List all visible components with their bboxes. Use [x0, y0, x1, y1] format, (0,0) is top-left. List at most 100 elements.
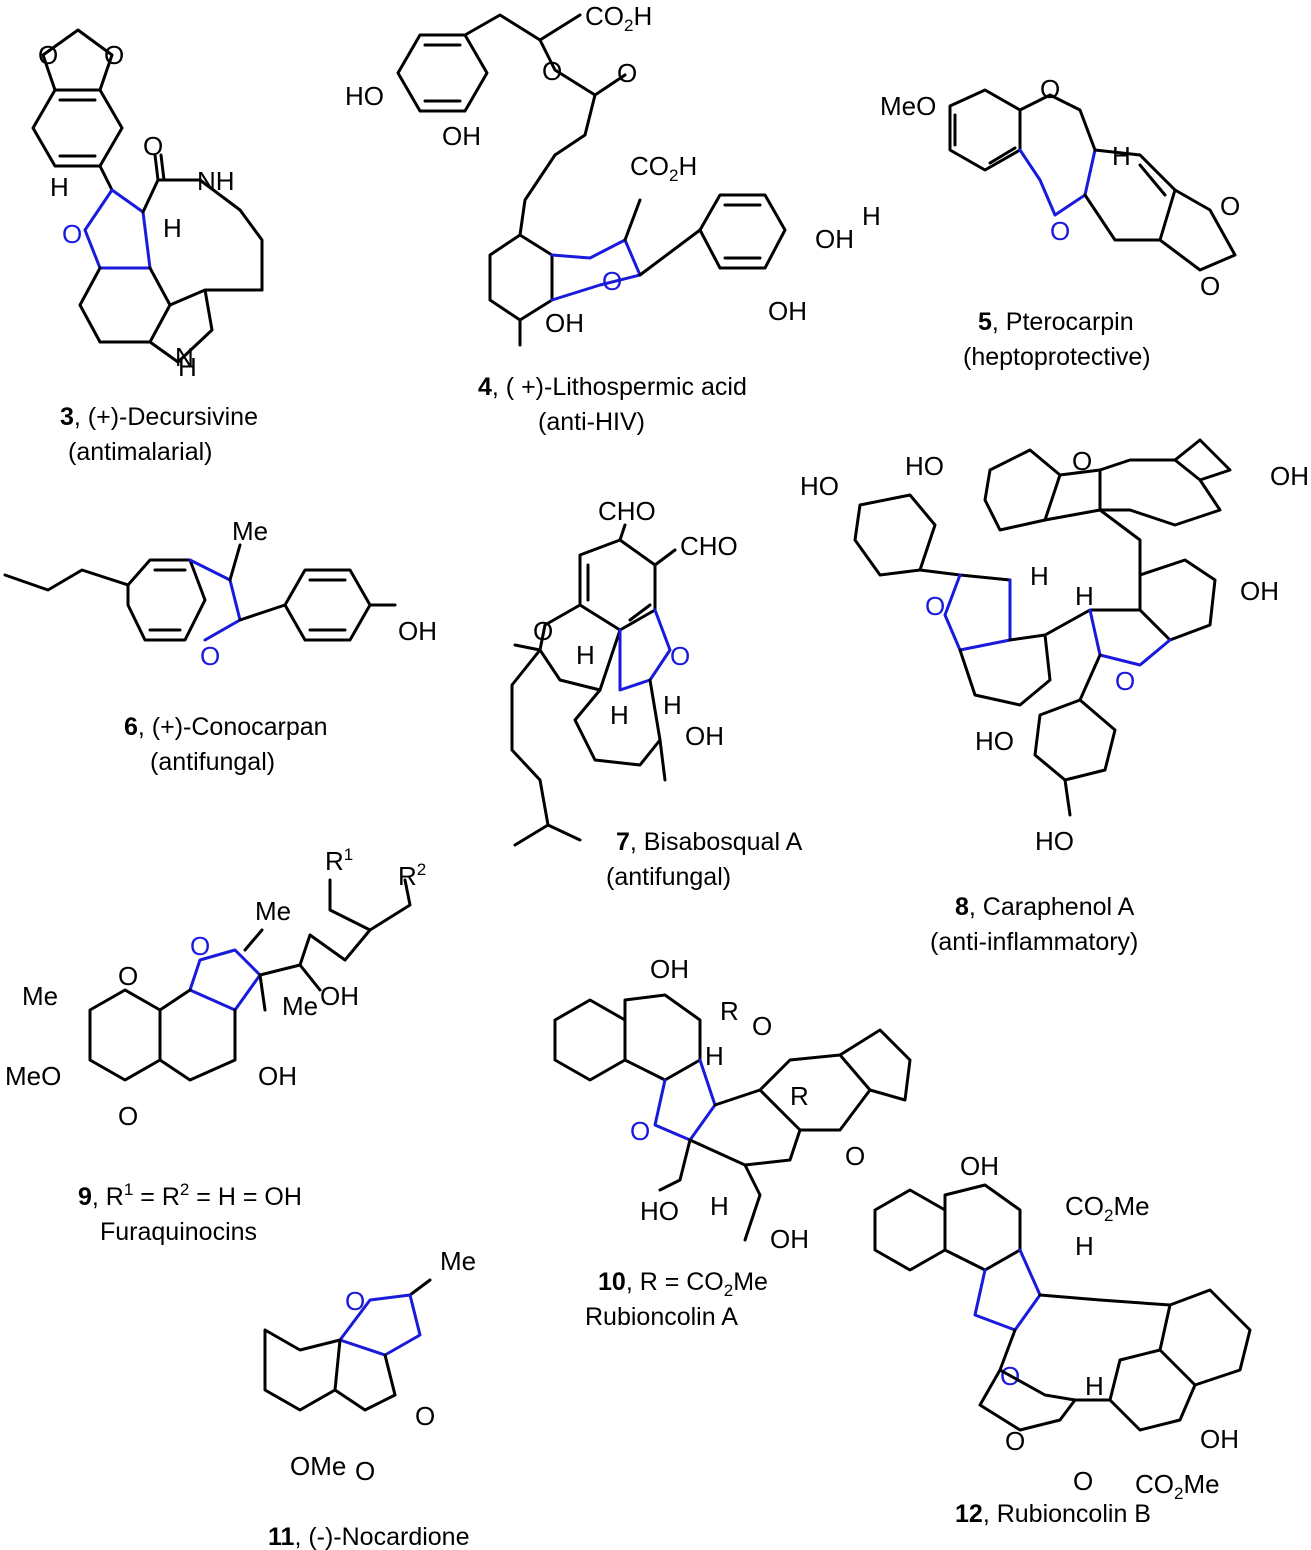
atom-o: O	[415, 1401, 435, 1431]
atom-o: O	[602, 266, 622, 296]
atom-h: H	[1085, 1371, 1104, 1401]
atom-o: O	[617, 58, 637, 88]
atom-o: O	[1050, 216, 1070, 246]
atom-o: O	[1200, 271, 1220, 301]
caption-9: 9, R1 = R2 = H = OH	[78, 1180, 302, 1211]
atom-h: H	[576, 640, 595, 670]
atom-oh: OH	[545, 308, 584, 338]
atom-oh: OH	[442, 121, 481, 151]
bond	[538, 603, 622, 692]
dihydrofuran-core-4	[550, 238, 642, 302]
benzene-ring-5b	[1083, 148, 1177, 242]
atom-o: O	[355, 1456, 375, 1486]
atom-oh: OH	[960, 1151, 999, 1181]
dihydrofuran-core-7	[618, 608, 672, 692]
atom-h: H	[710, 1191, 729, 1221]
caption-8: 8, Caraphenol A	[955, 893, 1135, 921]
atom-o: O	[1040, 74, 1060, 104]
structure-4-lithospermic-acid: CO2H O O HO OH CO2H O OH OH OH 4, ( +)-L…	[345, 1, 854, 436]
methylenedioxy-ring-5	[1158, 188, 1237, 272]
atom-o: O	[670, 641, 690, 671]
atom-r: R	[790, 1081, 809, 1111]
activity-9: Furaquinocins	[100, 1218, 257, 1246]
atom-o: O	[1115, 666, 1135, 696]
atom-h: H	[1075, 581, 1094, 611]
atom-o: O	[143, 131, 163, 161]
atom-o: O	[200, 641, 220, 671]
dihydrofuran-core-9	[188, 948, 262, 1012]
caption-3: 3, (+)-Decursivine	[60, 403, 258, 431]
atom-meo: MeO	[5, 1061, 61, 1091]
naphthoquinone-11	[263, 1328, 397, 1412]
atom-me: Me	[255, 896, 291, 926]
bond	[623, 198, 702, 277]
dihydrofuran-core-8a	[943, 573, 1012, 652]
bond	[141, 178, 264, 292]
atom-co2me: CO2Me	[1135, 1469, 1220, 1503]
dihydrofuran-core-5	[1018, 148, 1097, 217]
bond	[618, 523, 677, 567]
atom-oh: OH	[650, 954, 689, 984]
structure-3-decursivine: O O O NH H H O N H 3, (+)-Decursivine (a…	[31, 28, 264, 466]
activity-3: (antimalarial)	[68, 438, 212, 466]
atom-oh: OH	[1270, 461, 1309, 491]
bond	[228, 543, 242, 582]
atom-o: O	[1220, 191, 1240, 221]
atom-o: O	[62, 219, 82, 249]
methylenedioxy-ring-3	[41, 28, 114, 92]
atom-ho: HO	[975, 726, 1014, 756]
structure-8-caraphenol-a: HO O OH HO O H HO OH H O HO 8, Carapheno…	[800, 438, 1309, 956]
atom-oh: OH	[1200, 1424, 1239, 1454]
caption-5: 5, Pterocarpin	[978, 308, 1134, 336]
bond	[243, 928, 264, 952]
atom-co2me: CO2Me	[1065, 1191, 1150, 1225]
phenol-ring-6	[283, 568, 372, 642]
naphthalene-12a	[873, 1183, 1022, 1272]
bond	[1018, 93, 1097, 152]
atom-o: O	[1073, 1466, 1093, 1496]
bond	[98, 164, 114, 192]
bond	[658, 1138, 762, 1242]
structure-7-bisabosqual-a: CHO CHO O O H H H OH 7, Bisabosqual A (a…	[510, 496, 803, 891]
atom-o: O	[925, 591, 945, 621]
atom-ho: HO	[640, 1196, 679, 1226]
atom-ho: HO	[1035, 826, 1074, 856]
catechol-ring-4a	[396, 33, 489, 113]
dihydrofuran-core-3	[83, 188, 152, 270]
activity-5: (heptoprotective)	[963, 343, 1151, 371]
dihydrofuran-core-8b	[1088, 608, 1172, 667]
atom-o: O	[1072, 446, 1092, 476]
atom-h: H	[1112, 141, 1131, 171]
ring-10b	[688, 1053, 872, 1167]
bond	[408, 1278, 432, 1297]
benzo-ring-10	[838, 1028, 912, 1102]
atom-o: O	[104, 40, 124, 70]
bond	[238, 603, 287, 622]
structure-9-furaquinocins: R1 R2 Me O OH Me O O Me MeO OH 9, R1 = R…	[5, 845, 426, 1246]
atom-co2h: CO2H	[585, 1, 652, 35]
atom-oh: OH	[398, 616, 437, 646]
activity-10: Rubioncolin A	[585, 1303, 738, 1331]
bond	[978, 1328, 1112, 1432]
benzofuran-phenol-8	[1043, 438, 1232, 527]
atom-oh: OH	[768, 296, 807, 326]
atom-h: H	[610, 700, 629, 730]
dihydrofuran-core-6	[188, 558, 242, 642]
phenol-ring-8c	[1033, 653, 1117, 817]
naphthalene-10	[553, 993, 702, 1082]
benzene-ring-3	[31, 88, 124, 168]
atom-me: Me	[282, 991, 318, 1021]
atom-o: O	[630, 1116, 650, 1146]
atom-nh: NH	[197, 166, 235, 196]
catechol-ring-4c	[698, 193, 787, 270]
atom-cho: CHO	[680, 531, 738, 561]
atom-oh: OH	[815, 224, 854, 254]
atom-oh: OH	[770, 1224, 809, 1254]
atom-o: O	[118, 1101, 138, 1131]
bond	[918, 568, 1012, 582]
atom-r2: R2	[398, 860, 426, 891]
dihydrofuran-core-10	[653, 1058, 717, 1142]
caption-12: 12, Rubioncolin B	[955, 1500, 1151, 1528]
atom-o: O	[1005, 1426, 1025, 1456]
bond	[463, 13, 582, 42]
